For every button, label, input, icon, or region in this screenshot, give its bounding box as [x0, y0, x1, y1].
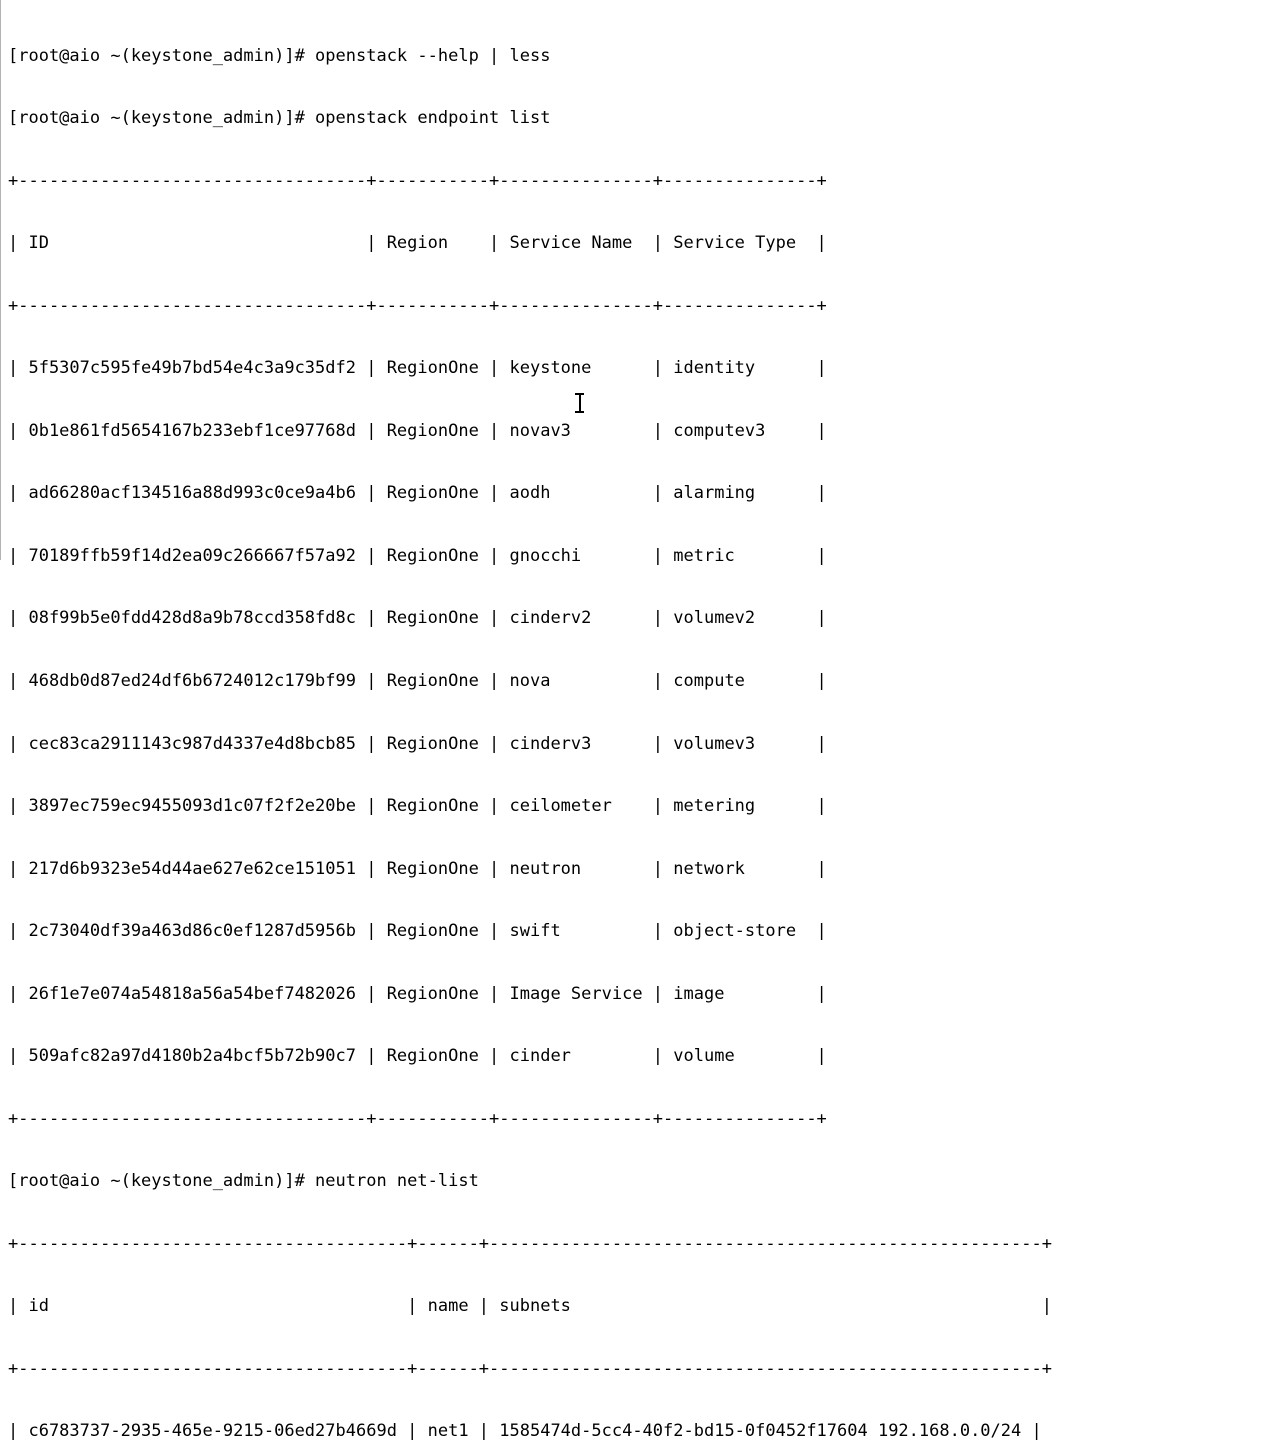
- table-row: | 5f5307c595fe49b7bd54e4c3a9c35df2 | Reg…: [8, 358, 827, 379]
- terminal-line: [root@aio ~(keystone_admin)]# neutron ne…: [8, 1171, 479, 1192]
- table-header-row: | id | name | subnets |: [8, 1296, 1052, 1317]
- table-separator: +--------------------------------------+…: [8, 1358, 1052, 1379]
- table-row: | 0b1e861fd5654167b233ebf1ce97768d | Reg…: [8, 420, 827, 441]
- table-row: | c6783737-2935-465e-9215-06ed27b4669d |…: [8, 1421, 1042, 1440]
- table-separator: +----------------------------------+----…: [8, 170, 827, 191]
- table-separator: +----------------------------------+----…: [8, 1108, 827, 1129]
- terminal-line: [root@aio ~(keystone_admin)]# openstack …: [8, 108, 551, 129]
- table-row: | 217d6b9323e54d44ae627e62ce151051 | Reg…: [8, 858, 827, 879]
- table-header-row: | ID | Region | Service Name | Service T…: [8, 233, 827, 254]
- table-separator: +----------------------------------+----…: [8, 295, 827, 316]
- table-row: | 3897ec759ec9455093d1c07f2f2e20be | Reg…: [8, 796, 827, 817]
- table-row: | 468db0d87ed24df6b6724012c179bf99 | Reg…: [8, 671, 827, 691]
- table-row: | ad66280acf134516a88d993c0ce9a4b6 | Reg…: [8, 483, 827, 504]
- table-row: | 08f99b5e0fdd428d8a9b78ccd358fd8c | Reg…: [8, 608, 827, 629]
- table-row: | 26f1e7e074a54818a56a54bef7482026 | Reg…: [8, 983, 827, 1004]
- window-left-border: [0, 0, 1, 560]
- table-row: | cec83ca2911143c987d4337e4d8bcb85 | Reg…: [8, 733, 827, 754]
- table-row: | 2c73040df39a463d86c0ef1287d5956b | Reg…: [8, 921, 827, 942]
- terminal-line: [root@aio ~(keystone_admin)]# openstack …: [8, 45, 551, 66]
- table-row: | 70189ffb59f14d2ea09c266667f57a92 | Reg…: [8, 545, 827, 566]
- table-row: | 509afc82a97d4180b2a4bcf5b72b90c7 | Reg…: [8, 1046, 827, 1067]
- terminal-screen[interactable]: [root@aio ~(keystone_admin)]# openstack …: [8, 4, 1272, 1440]
- table-separator: +--------------------------------------+…: [8, 1233, 1052, 1254]
